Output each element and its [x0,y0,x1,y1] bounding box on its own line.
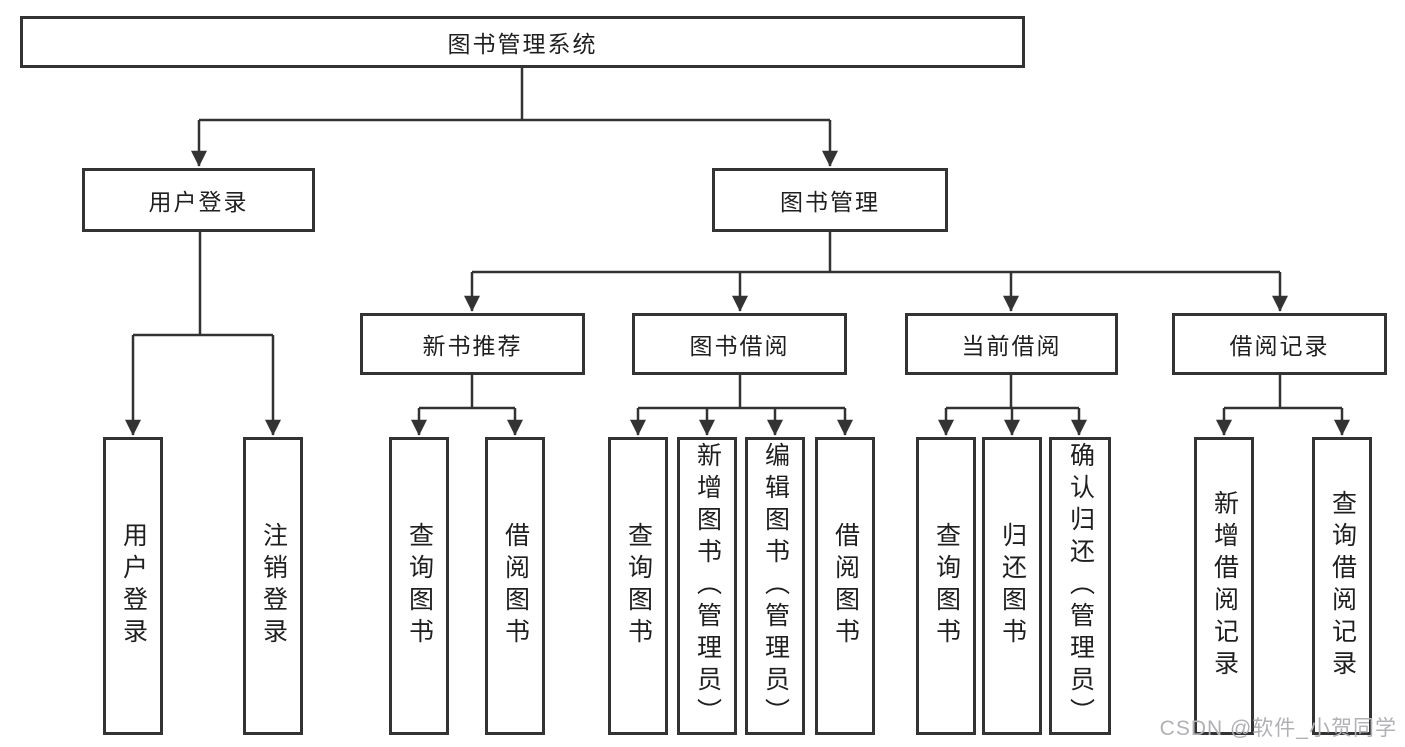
leaf-return-book: 归还图书 [982,437,1042,735]
leaf-borrow-books-2: 借阅图书 [815,437,875,735]
csdn-watermark: CSDN @软件_小贺同学 [1159,717,1397,740]
node-book-borrowing: 图书借阅 [632,313,847,375]
leaf-query-books-3: 查询图书 [916,437,976,735]
leaf-query-borrow-record: 查询借阅记录 [1312,437,1372,735]
leaf-query-books-2: 查询图书 [608,437,668,735]
leaf-user-login: 用户登录 [103,437,163,735]
node-root-system: 图书管理系统 [20,16,1025,68]
leaf-logout: 注销登录 [243,437,303,735]
node-new-book-recommend: 新书推荐 [360,313,585,375]
leaf-query-books-1: 查询图书 [389,437,449,735]
node-book-management-branch: 图书管理 [712,168,948,232]
leaf-confirm-return-admin: 确认归还（管理员） [1049,437,1111,735]
leaf-borrow-books-1: 借阅图书 [485,437,545,735]
leaf-edit-book-admin: 编辑图书（管理员） [745,437,805,735]
leaf-add-book-admin: 新增图书（管理员） [677,437,737,735]
leaf-add-borrow-record: 新增借阅记录 [1194,437,1254,735]
node-borrowing-records: 借阅记录 [1172,313,1387,375]
node-current-borrowing: 当前借阅 [905,313,1118,375]
node-user-login-branch: 用户登录 [82,168,315,232]
